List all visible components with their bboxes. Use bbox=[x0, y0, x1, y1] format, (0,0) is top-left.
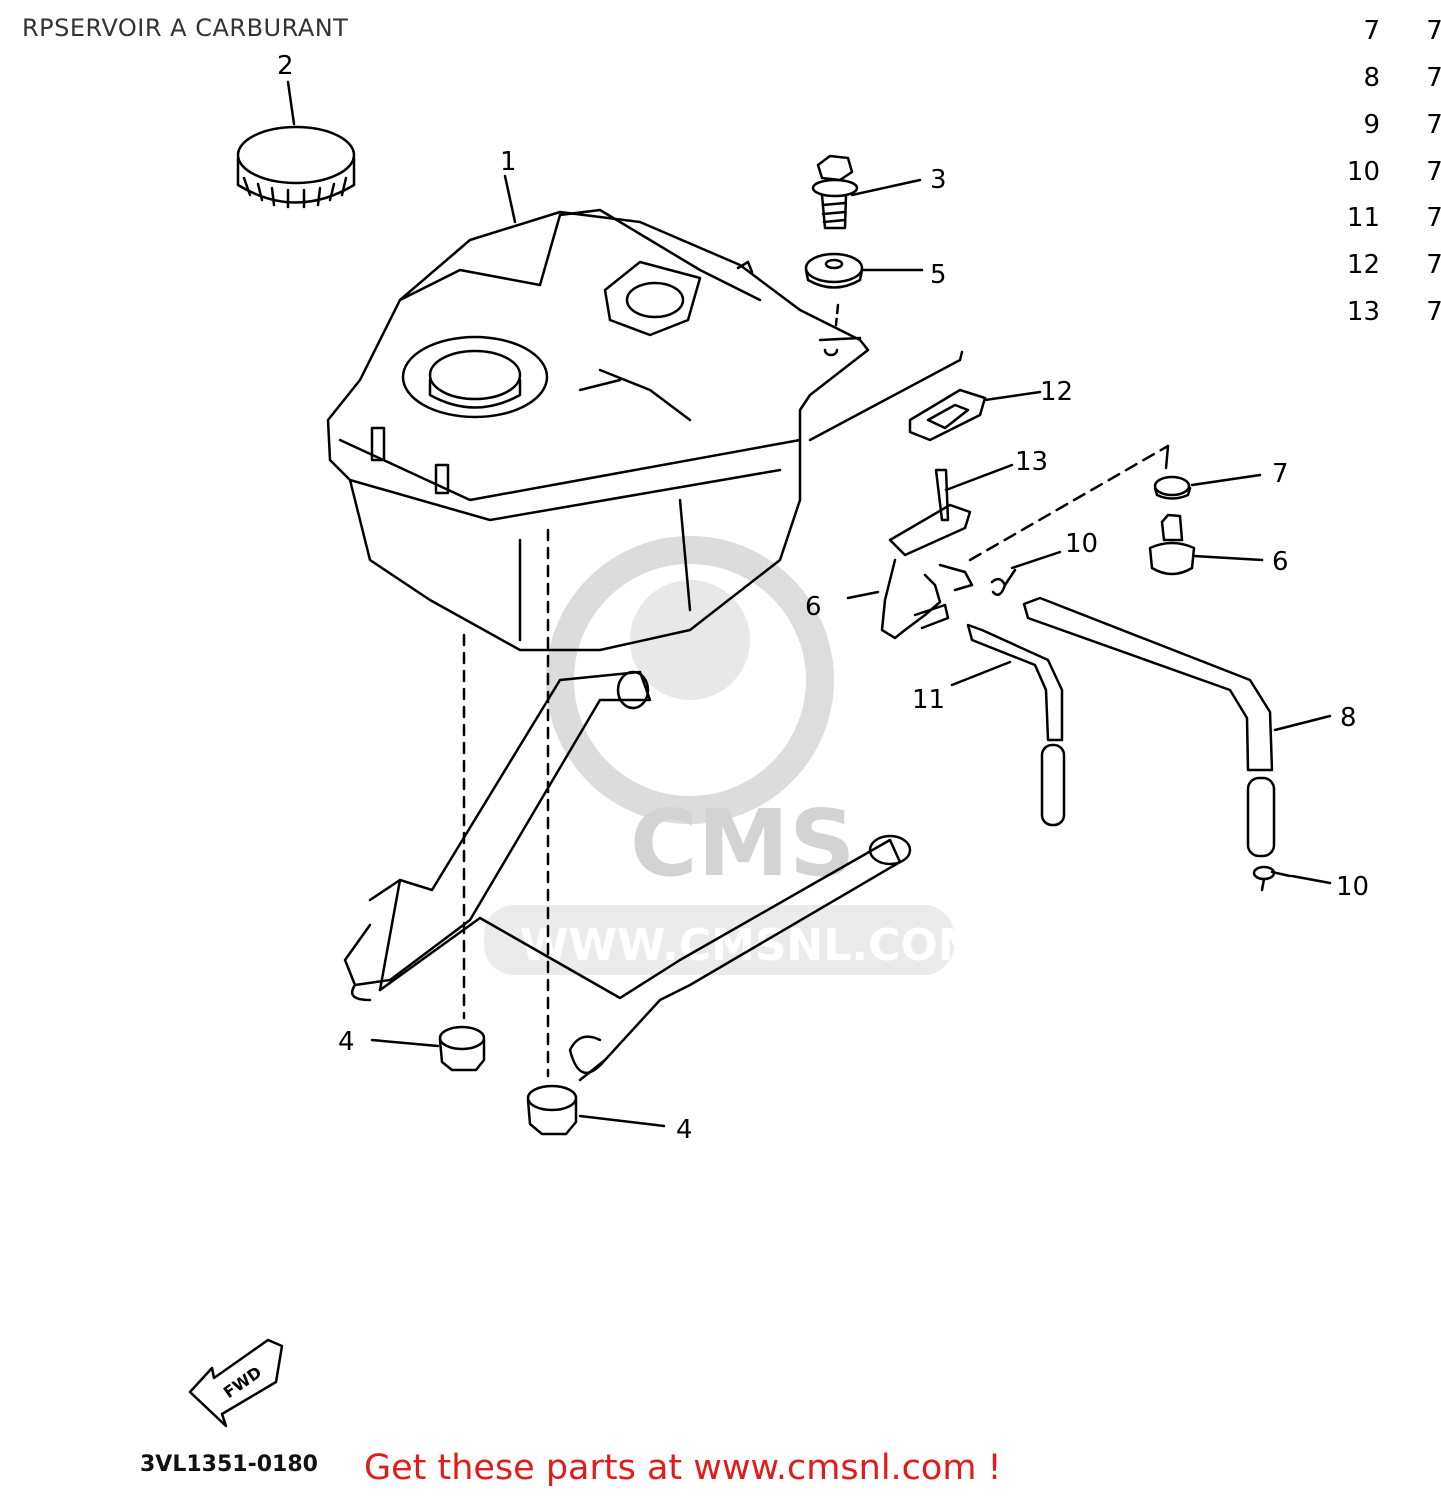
fuel-tank bbox=[326, 208, 870, 652]
watermark-face bbox=[630, 580, 750, 700]
leader-4-left bbox=[370, 1038, 440, 1048]
watermark-brand: CMS bbox=[630, 790, 855, 897]
ref-row: 8 76 bbox=[1363, 63, 1441, 93]
leader-9 bbox=[1273, 714, 1332, 732]
ref-row: 13 78 bbox=[1346, 297, 1441, 327]
leader-10-lower bbox=[1290, 874, 1332, 885]
hose-9 bbox=[1022, 596, 1276, 858]
leader-12 bbox=[983, 390, 1042, 402]
page-title: RPSERVOIR A CARBURANT bbox=[22, 14, 349, 42]
leader-7 bbox=[1192, 554, 1264, 562]
callout-7: 6 bbox=[1272, 547, 1289, 577]
callout-labels: 2 1 3 5 12 13 7 10 6 6 11 8 10 4 4 bbox=[277, 51, 1369, 1145]
fuel-cock-6 bbox=[880, 468, 974, 640]
frame-rails bbox=[343, 670, 912, 1082]
diagram-code: 3VL1351-0180 bbox=[140, 1452, 318, 1477]
watermark-url: WWW.CMSNL.COM bbox=[520, 920, 982, 971]
clip-10-upper bbox=[990, 568, 1017, 597]
bolt-3 bbox=[811, 154, 859, 230]
get-parts-link[interactable]: Get these parts at www.cmsnl.com ! bbox=[364, 1448, 1002, 1488]
callout-1: 1 bbox=[500, 147, 517, 177]
ref-row: 10 76 bbox=[1346, 157, 1441, 187]
callout-6: 6 bbox=[805, 592, 822, 622]
callout-9: 8 bbox=[1340, 703, 1357, 733]
leader-8 bbox=[1190, 473, 1262, 487]
assembly-line bbox=[968, 444, 1170, 562]
leader-6 bbox=[846, 590, 880, 600]
watermark-logo: CMS WWW.CMSNL.COM bbox=[484, 536, 982, 975]
callout-4: 4 bbox=[338, 1027, 355, 1057]
fuel-cap bbox=[236, 125, 356, 209]
watermark-banner bbox=[484, 905, 954, 975]
leader-4-right bbox=[578, 1114, 666, 1128]
callout-8: 7 bbox=[1272, 459, 1289, 489]
leader-13 bbox=[944, 463, 1014, 492]
ref-row: 7 76 bbox=[1363, 16, 1441, 46]
leader-1 bbox=[503, 174, 517, 224]
callout-5: 5 bbox=[930, 260, 947, 290]
leader-3 bbox=[850, 178, 922, 197]
collar-5 bbox=[804, 252, 864, 289]
callout-10: 10 bbox=[1065, 529, 1098, 559]
ref-row: 11 78 bbox=[1346, 203, 1441, 233]
callout-10: 10 bbox=[1336, 872, 1369, 902]
nut-4-right bbox=[526, 1084, 578, 1136]
callout-12: 12 bbox=[1040, 377, 1073, 407]
callout-4: 4 bbox=[676, 1115, 693, 1145]
leader-2 bbox=[286, 80, 296, 126]
fwd-arrow-icon: FWD bbox=[188, 1338, 284, 1428]
ref-row: 9 78 bbox=[1363, 110, 1441, 140]
callout-13: 13 bbox=[1015, 447, 1048, 477]
collar-8 bbox=[1153, 475, 1192, 500]
callout-2: 2 bbox=[277, 51, 294, 81]
callout-3: 3 bbox=[930, 165, 947, 195]
leader-10-upper bbox=[1010, 550, 1062, 570]
hose-11 bbox=[966, 623, 1066, 827]
ref-row: 12 78 bbox=[1346, 250, 1441, 280]
bolt-7 bbox=[1148, 513, 1196, 576]
nut-4-left bbox=[438, 1025, 486, 1072]
leader-11 bbox=[950, 660, 1012, 687]
callout-11: 11 bbox=[912, 685, 945, 715]
gasket-12 bbox=[908, 388, 987, 442]
clip-10-lower bbox=[1252, 865, 1292, 892]
